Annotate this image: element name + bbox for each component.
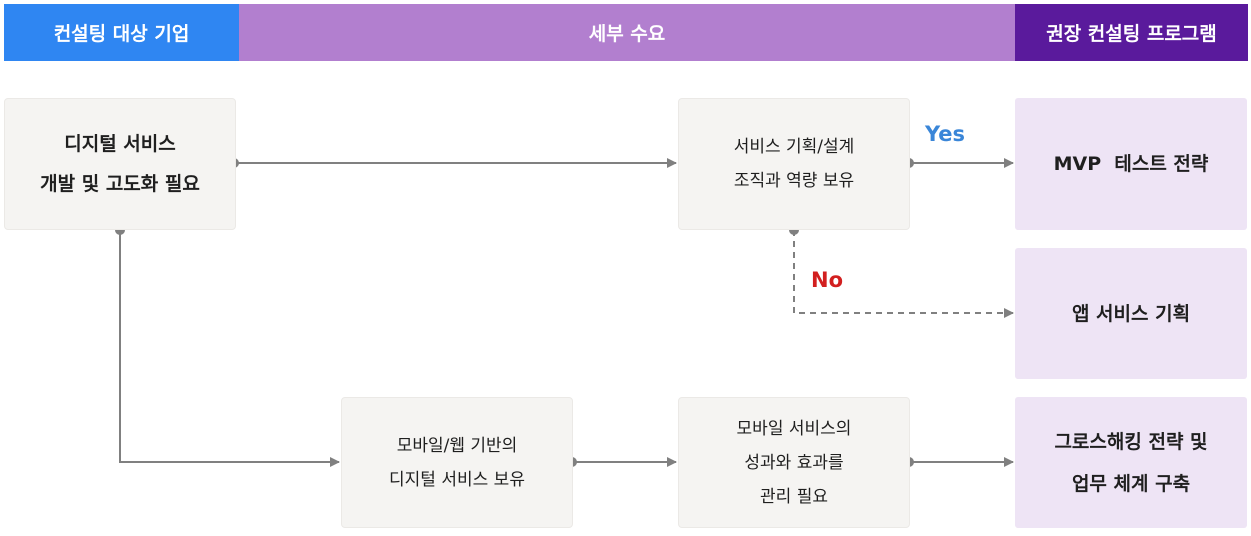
header-program-label: 권장 컨설팅 프로그램: [1046, 23, 1217, 45]
result-app-label: 앱 서비스 기획: [1071, 302, 1191, 325]
decision-no-label: No: [811, 268, 844, 292]
header-needs-label: 세부 수요: [588, 23, 666, 45]
node-manage-line2: 성과와 효과를: [744, 452, 844, 473]
node-manage-performance: 모바일 서비스의 성과와 효과를 관리 필요: [678, 397, 910, 528]
arrow-start-to-mobile: [119, 230, 340, 467]
node-digital-service-development: 디지털 서비스 개발 및 고도화 필요: [4, 98, 236, 230]
result-mvp-label: MVP 테스트 전략: [1053, 153, 1209, 175]
node-service-planning-org: 서비스 기획/설계 조직과 역량 보유: [678, 98, 910, 230]
node-mobile-line2: 디지털 서비스 보유: [389, 469, 525, 490]
header-target-label: 컨설팅 대상 기업: [53, 23, 190, 45]
node-org-line1: 서비스 기획/설계: [733, 137, 855, 157]
node-mobile-web-service: 모바일/웹 기반의 디지털 서비스 보유: [341, 397, 573, 528]
node-manage-line1: 모바일 서비스의: [736, 418, 852, 439]
header-target-companies: 컨설팅 대상 기업: [4, 4, 239, 61]
result-growth-line2: 업무 체계 구축: [1071, 472, 1191, 495]
header-recommended-program: 권장 컨설팅 프로그램: [1015, 4, 1248, 61]
decision-yes-label: Yes: [925, 122, 966, 146]
result-mvp-test-strategy: MVP 테스트 전략: [1015, 98, 1247, 230]
header-detailed-needs: 세부 수요: [239, 4, 1015, 61]
result-growth-line1: 그로스해킹 전략 및: [1054, 430, 1208, 453]
result-growth-hacking: 그로스해킹 전략 및 업무 체계 구축: [1015, 397, 1247, 528]
node-org-line2: 조직과 역량 보유: [733, 171, 855, 191]
node-start-line1: 디지털 서비스: [64, 133, 176, 155]
result-app-service-planning: 앱 서비스 기획: [1015, 248, 1247, 379]
node-manage-line3: 관리 필요: [760, 486, 828, 507]
node-start-line2: 개발 및 고도화 필요: [40, 173, 200, 195]
node-mobile-line1: 모바일/웹 기반의: [396, 435, 518, 456]
arrow-org-to-app: [793, 230, 1014, 318]
